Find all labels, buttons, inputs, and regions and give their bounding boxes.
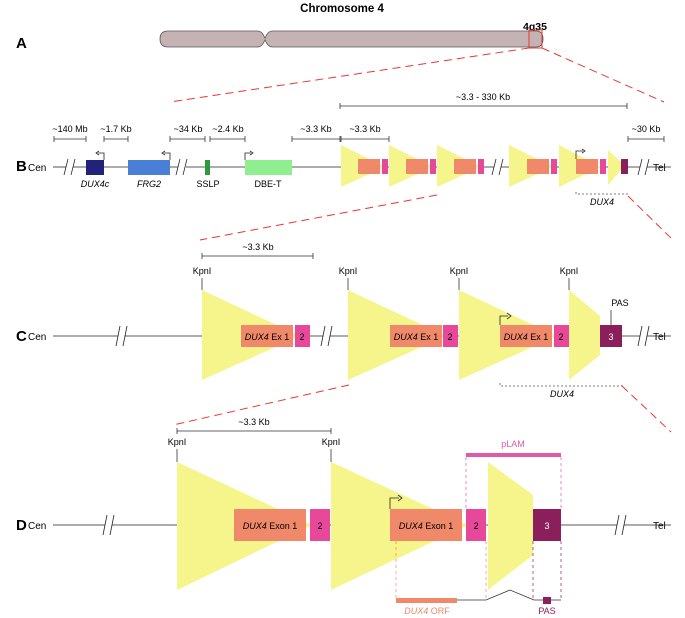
dux4-promoter-arrow-d [389,497,399,509]
dux4-promoter-arrow-b [575,150,583,159]
zoom-line-b-right [627,195,672,239]
dux4c-gene [86,160,104,175]
exon3-label-c: 3 [608,332,613,342]
dux4-promoter-arrow-c [499,315,508,325]
panel-b-break-marks [63,158,650,176]
panel-b-cen-label: Cen [28,163,46,174]
panel-d-tel-label: Tel [653,521,666,532]
dist-total-label: ~3.3 - 330 Kb [456,92,510,102]
panel-d-label: D [16,517,27,534]
dist-30kb-label: ~30 Kb [632,124,661,134]
zoom-line-a-left [169,47,530,103]
exon1-label-d2: DUX4 Exon 1 [399,521,454,531]
dbet-gene [245,160,292,175]
panel-c-break-marks [115,325,650,347]
dbet-label: DBE-T [255,179,283,189]
panel-c-d4z4-repeats [202,290,622,380]
dux4-bracket-c [499,383,623,387]
frg2-label: FRG2 [137,179,161,189]
exon1-label-c2: DUX4 Ex 1 [394,332,439,342]
dist-140mb-label: ~140 Mb [52,124,87,134]
frg2-gene [128,160,170,175]
exon1-label-c1: DUX4 Ex 1 [245,332,290,342]
dist-3-3kb-a-label: ~3.3 Kb [300,124,331,134]
dux4-bracket-b [575,192,629,195]
panel-d-d4z4-repeats [177,462,561,590]
pas-marker-d [543,597,551,604]
exon3-label-d: 3 [544,521,549,531]
sslp-label: SSLP [196,179,219,189]
kpni-label-c1: KpnI [193,266,212,276]
panel-c-kpni-ticks [201,278,612,325]
exon2-label-c2: 2 [447,332,452,342]
dist-34kb-label: ~34 Kb [174,124,203,134]
pas-label-d: PAS [538,606,555,616]
exon2-label-c1: 2 [299,332,304,342]
panel-c-cen-label: Cen [28,332,46,343]
dist-1-7kb-label: ~1.7 Kb [100,124,131,134]
kpni-label-c2: KpnI [339,266,358,276]
dbet-promoter-arrow [244,152,251,160]
plam-bar [466,453,561,457]
plam-guides [465,457,562,509]
zoom-line-a-right [541,47,665,103]
pas-label-c: PAS [611,298,628,308]
band-4q35-callout-box [528,29,543,49]
kpni-label-c4: KpnI [560,266,579,276]
sslp-marker [205,160,210,175]
chromosome-4-shape [159,30,544,48]
dux4c-label: DUX4c [81,179,110,189]
panel-d-break-marks [102,514,627,536]
panel-b-label: B [16,158,27,175]
frg2-promoter-arrow [164,152,171,160]
dist-3-3kb-b-label: ~3.3 Kb [349,124,380,134]
zoom-line-b-left [199,194,438,241]
exon2-label-d2: 2 [473,521,478,531]
dist-2-4kb-label: ~2.4 Kb [212,124,243,134]
kpni-label-c3: KpnI [450,266,469,276]
panel-c-label: C [16,328,27,345]
dux4-orf-label: DUX4 ORF [404,606,450,616]
panel-d-kpni-ticks [176,449,332,462]
exon2-label-c3: 2 [558,332,563,342]
zoom-line-c-left [172,384,350,426]
exon2-label-d1: 2 [317,521,322,531]
exon1-label-c3: DUX4 Ex 1 [504,332,549,342]
zoom-line-c-right [621,385,672,433]
dist-label-c: ~3.3 Kb [242,242,273,252]
pas-guides [532,541,562,598]
panel-b-d4z4-repeats [341,145,628,187]
dux4-label-c: DUX4 [550,389,574,399]
panel-d-cen-label: Cen [28,521,46,532]
exon1-label-d1: DUX4 Exon 1 [243,521,298,531]
dux4c-promoter-arrow [98,152,105,160]
panel-c-distance-ruler [201,253,314,259]
kpni-label-d1: KpnI [168,437,187,447]
dist-label-d: ~3.3 Kb [238,417,269,427]
plam-label: pLAM [501,439,525,449]
panel-b-distance-rulers [53,103,665,142]
dux4-label-b: DUX4 [590,197,614,207]
panel-c-tel-label: Tel [653,332,666,343]
panel-d-distance-ruler [176,428,332,434]
panel-a-label: A [16,35,27,52]
dux4-orf-bar [396,598,457,603]
kpni-label-d2: KpnI [322,437,341,447]
chromosome-title: Chromosome 4 [300,3,384,15]
panel-b-tel-label: Tel [653,163,666,174]
